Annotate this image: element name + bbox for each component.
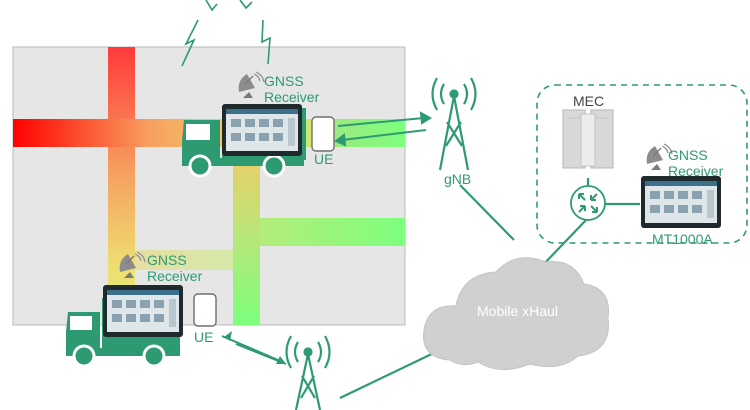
antenna-tower-icon	[285, 335, 331, 410]
lightning-bolt-icon	[181, 0, 271, 67]
gnss-receiver-label-1-line1: GNSS	[264, 73, 304, 89]
gnss-receiver-label-2-line1: GNSS	[147, 252, 187, 268]
server-icon	[562, 109, 614, 169]
mt1000a-label: MT1000A	[652, 231, 713, 247]
mec-label: MEC	[573, 93, 605, 109]
antenna-tower-icon	[431, 77, 477, 171]
ue-label-1: UE	[314, 151, 334, 167]
gnss-receiver-label-1-line2: Receiver	[264, 89, 320, 105]
phone-icon	[311, 116, 335, 152]
heat-street-vertical-left	[108, 47, 135, 325]
gnss-receiver-label-3-line1: GNSS	[668, 147, 708, 163]
street-map	[12, 46, 406, 326]
cloud-shape	[423, 257, 609, 370]
heat-street-lower	[135, 250, 233, 270]
router-icon	[570, 185, 606, 221]
gnb-label: gNB	[444, 171, 472, 187]
radio-link-arrows	[221, 111, 432, 365]
heat-street-vertical-center	[233, 147, 260, 325]
tablet-icon	[222, 104, 302, 156]
map-background	[12, 46, 406, 326]
ue-label-2: UE	[194, 329, 214, 345]
phone-icon	[193, 293, 217, 327]
gnss-receiver-label-3-line2: Receiver	[668, 163, 724, 179]
gnss-receiver-label-2-line2: Receiver	[147, 268, 203, 284]
tablet-icon	[641, 176, 721, 228]
mobile-xhaul-label: Mobile xHaul	[477, 303, 558, 319]
heat-street-middle	[260, 218, 405, 246]
tablet-icon	[103, 285, 183, 337]
